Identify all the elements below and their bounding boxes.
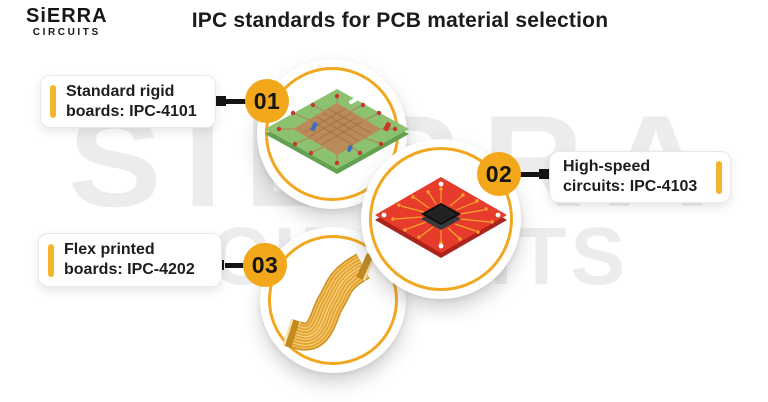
item-3-label-card: Flex printed boards: IPC-4202 (38, 233, 222, 287)
item-2-label-card: High-speed circuits: IPC-4103 (549, 151, 731, 203)
accent-bar (50, 85, 56, 118)
logo-wordmark: SiERRA (26, 5, 108, 27)
label-line: circuits: IPC-4103 (563, 178, 698, 195)
item-1-label-card: Standard rigid boards: IPC-4101 (40, 75, 216, 128)
connector-node-2 (539, 169, 549, 179)
connector-line-2 (518, 172, 544, 177)
high-speed-pcb-graphic (375, 177, 507, 258)
item-1-label: Standard rigid boards: IPC-4101 (66, 82, 197, 122)
standard-rigid-pcb-graphic (265, 89, 409, 174)
sierra-circuits-logo: SiERRA CIRCUITS (26, 6, 108, 38)
connector-node-1 (216, 96, 226, 106)
label-line: Standard rigid (66, 82, 175, 100)
connector-line-3 (225, 263, 246, 268)
connector-line-1 (226, 99, 248, 104)
label-line: boards: IPC-4101 (66, 102, 197, 120)
accent-bar (716, 160, 722, 194)
flex-pcb-graphic (282, 253, 376, 351)
accent-bar (48, 243, 54, 277)
item-2-label: High-speed circuits: IPC-4103 (563, 157, 697, 197)
item-3-label: Flex printed boards: IPC-4202 (64, 240, 195, 280)
page-title: IPC standards for PCB material selection (191, 9, 609, 32)
label-line: Flex printed (64, 241, 155, 258)
item-1-number-badge: 01 (245, 79, 289, 123)
label-line: High-speed (563, 158, 651, 175)
logo-subtext: CIRCUITS (32, 27, 101, 38)
item-3-number-badge: 03 (243, 243, 287, 287)
label-line: boards: IPC-4202 (64, 261, 195, 278)
item-2-number-badge: 02 (477, 152, 521, 196)
